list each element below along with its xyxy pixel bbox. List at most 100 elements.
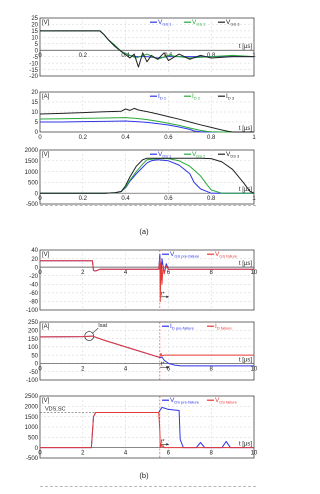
- y-tick-label: 500: [28, 181, 39, 187]
- x-tick-label: 0.6: [164, 196, 173, 202]
- unit-label: [A]: [42, 324, 50, 330]
- y-tick-label: 250: [28, 320, 39, 326]
- tstar-arrowhead: [166, 365, 169, 369]
- y-tick-label: 500: [28, 436, 39, 442]
- legend-item: VGS 3: [226, 19, 240, 27]
- x-tick-label: 0: [38, 53, 42, 59]
- y-tick-label: 15: [31, 100, 38, 106]
- y-tick-label: 20: [31, 90, 38, 96]
- isat-leader: [92, 327, 99, 334]
- x-tick-label: 0.4: [121, 135, 130, 141]
- x-tick-label: 4: [124, 366, 128, 372]
- x-tick-label: 1: [252, 135, 256, 141]
- y-tick-label: 0: [35, 130, 39, 136]
- y-tick-label: -20: [29, 274, 38, 280]
- series-line-2: [40, 157, 255, 194]
- legend-item: ID 2: [192, 93, 201, 101]
- legend-item: VGS failure: [215, 251, 238, 259]
- y-tick-label: -60: [29, 291, 38, 297]
- y-tick-label: 0: [35, 446, 39, 452]
- x-tick-label: 6: [167, 451, 171, 457]
- y-tick-label: 10: [31, 110, 38, 116]
- series-line-2: [40, 30, 254, 68]
- legend-item: VGS 2: [192, 19, 206, 27]
- legend-item: VDS 3: [226, 151, 240, 159]
- unit-label: [V]: [42, 252, 50, 258]
- tstar-label: t*: [161, 291, 166, 297]
- y-tick-label: -40: [29, 282, 38, 288]
- y-tick-label: -100: [26, 308, 39, 314]
- x-tick-label: 1: [252, 196, 256, 202]
- y-tick-label: 5: [35, 42, 39, 48]
- series-line-1: [39, 335, 254, 358]
- figure-divider-top: [40, 205, 256, 206]
- legend-item: ID pre-failure: [170, 323, 195, 331]
- figure-divider-bottom: [40, 486, 256, 487]
- x-tick-label: 6: [167, 366, 171, 372]
- caption-b: (b): [139, 471, 149, 480]
- x-tick-label: 4: [124, 270, 128, 276]
- legend-item: ID 1: [158, 93, 167, 101]
- x-tick-label: 0.8: [207, 135, 216, 141]
- x-axis-label: t [µs]: [239, 187, 252, 193]
- unit-label: [V]: [42, 152, 50, 158]
- x-tick-label: 8: [210, 270, 214, 276]
- legend-item: VGS 1: [158, 19, 172, 27]
- y-tick-label: -50: [29, 370, 38, 376]
- y-tick-label: 2500: [25, 394, 39, 400]
- vds-sc-label: VDS,SC: [45, 407, 66, 413]
- x-axis-label: t [µs]: [239, 261, 252, 267]
- series-line-1: [39, 117, 254, 133]
- y-tick-label: 1500: [25, 159, 39, 165]
- series-line-1: [40, 412, 254, 449]
- y-tick-label: -80: [29, 300, 38, 306]
- x-tick-label: 0: [38, 196, 42, 202]
- x-tick-label: 0.2: [79, 53, 88, 59]
- isat-label: Isat: [98, 323, 107, 329]
- legend-item: VGS pre-failure: [170, 251, 200, 259]
- y-tick-label: -100: [26, 378, 39, 384]
- y-tick-label: 40: [31, 248, 38, 254]
- x-axis-label: t [µs]: [239, 357, 252, 363]
- y-tick-label: 2000: [25, 405, 39, 411]
- x-tick-label: 0.8: [207, 196, 216, 202]
- y-tick-label: -20: [29, 74, 38, 80]
- y-tick-label: 100: [28, 345, 39, 351]
- y-tick-label: 20: [31, 257, 38, 263]
- x-tick-label: 2: [81, 270, 85, 276]
- x-axis-label: t [µs]: [239, 44, 252, 50]
- caption-a: (a): [139, 227, 149, 236]
- x-tick-label: 2: [81, 366, 85, 372]
- legend-item: VDS failure: [215, 397, 238, 405]
- y-tick-label: 1000: [25, 425, 39, 431]
- y-tick-label: -15: [29, 68, 38, 74]
- x-tick-label: 0: [38, 135, 42, 141]
- y-tick-label: 1500: [25, 415, 39, 421]
- y-tick-label: -500: [26, 456, 39, 462]
- tstar-arrowhead: [166, 295, 169, 299]
- tstar-arrowhead: [166, 443, 169, 446]
- x-tick-label: 0: [38, 270, 42, 276]
- y-tick-label: 2000: [25, 148, 39, 154]
- x-tick-label: 6: [167, 270, 171, 276]
- x-axis-label: t [µs]: [239, 126, 252, 132]
- unit-label: [V]: [42, 20, 50, 26]
- series-line-2: [39, 107, 254, 133]
- legend-item: ID 3: [226, 93, 235, 101]
- plot-area: [39, 321, 255, 381]
- y-tick-label: -500: [26, 202, 39, 208]
- legend-item: ID failure: [215, 323, 232, 331]
- y-tick-label: 5: [35, 120, 39, 126]
- y-tick-label: 1000: [25, 170, 39, 176]
- x-tick-label: 10: [251, 366, 258, 372]
- x-tick-label: 0: [38, 451, 42, 457]
- y-tick-label: 0: [35, 265, 39, 271]
- y-tick-label: 25: [31, 16, 38, 22]
- x-tick-label: 0.2: [79, 196, 88, 202]
- tstar-label: t*: [161, 362, 166, 368]
